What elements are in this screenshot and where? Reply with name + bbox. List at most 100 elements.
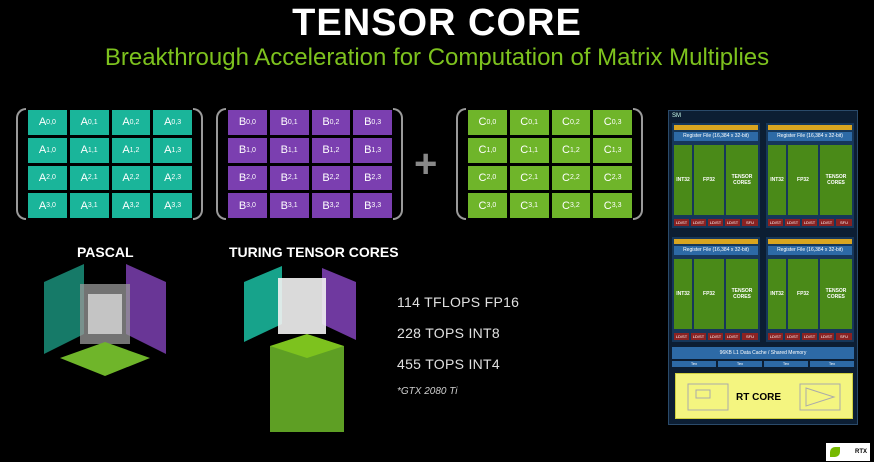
ldst-unit: LD/ST [674,333,689,340]
l1-cache: 96KB L1 Data Cache / Shared Memory [672,347,854,359]
int32-unit: INT32 [768,259,786,329]
footnote: *GTX 2080 Ti [397,386,458,397]
ldst-unit: LD/ST [819,333,834,340]
sm-label: SM [672,113,681,119]
sfu-unit: SFU [742,333,758,340]
page-title: TENSOR CORE [292,2,582,44]
tensor-core-unit: TENSOR CORES [726,259,758,329]
nvidia-logo-icon [830,447,840,457]
warp-scheduler [768,125,852,130]
warp-scheduler [674,239,758,244]
ldst-unit: LD/ST [768,333,783,340]
fp32-unit: FP32 [694,145,724,215]
tex-unit: Tex [764,361,808,367]
matrix-c-left-bracket [456,108,466,220]
register-file: Register File (16,384 x 32-bit) [768,132,852,141]
sfu-unit: SFU [742,219,758,226]
ldst-unit: LD/ST [725,219,740,226]
ldst-unit: LD/ST [819,219,834,226]
ldst-unit: LD/ST [708,333,723,340]
ldst-unit: LD/ST [674,219,689,226]
matrix-b-left-bracket [216,108,226,220]
register-file: Register File (16,384 x 32-bit) [768,246,852,255]
ldst-unit: LD/ST [768,219,783,226]
ldst-unit: LD/ST [725,333,740,340]
nvidia-rtx-badge: RTX [826,443,870,461]
ldst-unit: LD/ST [802,219,817,226]
tensor-core-unit: TENSOR CORES [820,145,852,215]
sfu-unit: SFU [836,219,852,226]
fp32-unit: FP32 [694,259,724,329]
stat-int8: 228 TOPS INT8 [397,325,500,341]
matrix-a-left-bracket [16,108,26,220]
int32-unit: INT32 [674,259,692,329]
tex-unit: Tex [672,361,716,367]
int32-unit: INT32 [768,145,786,215]
ldst-unit: LD/ST [691,219,706,226]
pascal-label: PASCAL [77,244,134,260]
int32-unit: INT32 [674,145,692,215]
rt-core: RT CORE [675,373,853,419]
stat-fp16: 114 TFLOPS FP16 [397,294,520,310]
matrix-a-right-bracket [193,108,203,220]
tensor-core-unit: TENSOR CORES [820,259,852,329]
ldst-unit: LD/ST [691,333,706,340]
ldst-unit: LD/ST [802,333,817,340]
matrix-b-right-bracket [393,108,403,220]
rtx-label: RTX [855,449,867,455]
warp-scheduler [674,125,758,130]
register-file: Register File (16,384 x 32-bit) [674,246,758,255]
rt-core-diagram [687,383,841,411]
turing-label: TURING TENSOR CORES [229,244,399,260]
tex-unit: Tex [718,361,762,367]
rt-core-label: RT CORE [736,392,781,403]
ldst-unit: LD/ST [708,219,723,226]
tex-unit: Tex [810,361,854,367]
fp32-unit: FP32 [788,145,818,215]
pascal-cube-illustration [44,264,166,376]
